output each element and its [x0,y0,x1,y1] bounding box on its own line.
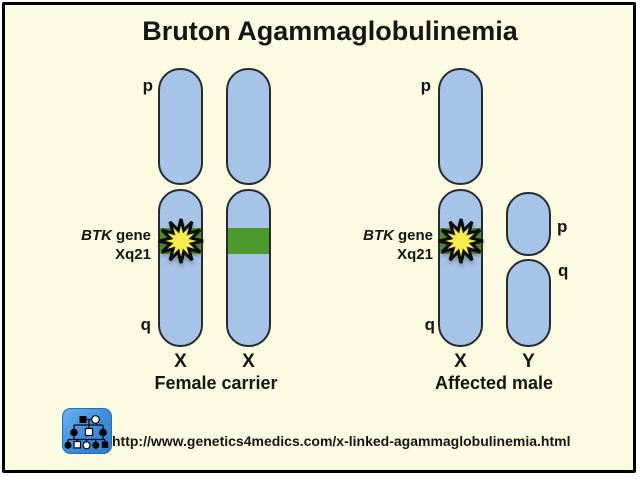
page-title: Bruton Agammaglobulinemia [142,16,518,46]
p-arm-label: p [420,76,431,95]
gene-word: gene [397,227,433,244]
chromosome-x1-p-arm [158,68,203,185]
q-arm-label: q [140,315,151,334]
chromosome-label-x: X [454,351,467,372]
chromosome-y-q-arm [506,259,551,347]
gene-locus: Xq21 [397,246,433,263]
p-arm-label: p [142,76,153,95]
chromosome-x-p-arm [438,68,483,185]
gene-word: gene [115,227,151,244]
y-p-arm-label: p [557,217,568,236]
pedigree-chart-logo-icon [62,408,112,454]
group-caption: Female carrier [154,373,278,393]
chromosome-label-x: X [242,351,255,372]
gene-symbol: BTK [363,227,394,244]
gene-locus: Xq21 [115,246,151,263]
chromosome-y-p-arm [506,192,551,256]
chromosome-x-q-arm [438,189,483,347]
mutation-starburst-icon [158,218,204,264]
chromosome-x2-q-arm [226,189,271,347]
mutation-starburst-icon [438,218,484,264]
source-url: http://www.genetics4medics.com/x-linked-… [112,433,571,449]
group-caption: Affected male [434,373,554,393]
chromosome-x2-p-arm [226,68,271,185]
chromosome-label-y: Y [522,351,535,372]
xq21-band [228,228,269,254]
q-arm-label: q [424,315,435,334]
y-q-arm-label: q [558,261,569,280]
chromosome-x1-q-arm [158,189,203,347]
chromosome-label-x: X [174,351,187,372]
gene-symbol: BTK [81,227,112,244]
